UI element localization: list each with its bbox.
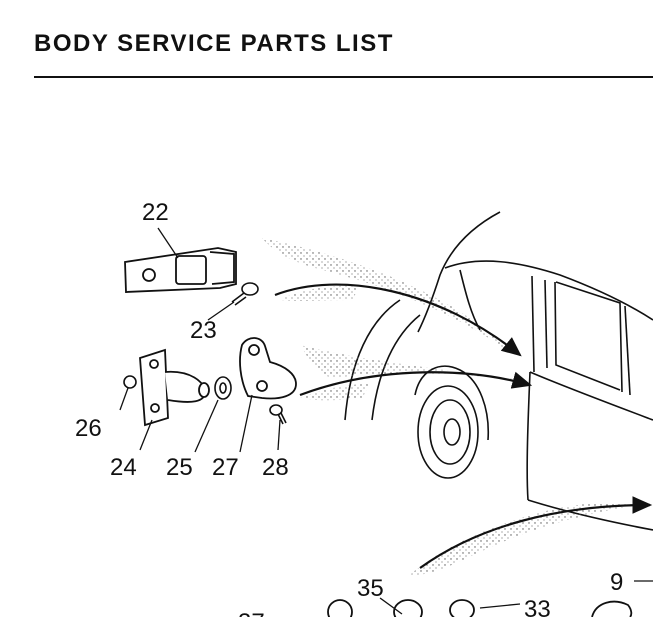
stipple-shading: [262, 238, 640, 576]
callout-27: 27: [212, 454, 239, 481]
callout-28: 28: [262, 454, 289, 481]
part-27-dovetail: [239, 337, 297, 400]
leader-lines: [119, 227, 653, 615]
part-23-screw: [231, 282, 259, 306]
callout-9: 9: [610, 569, 623, 596]
callout-33: 33: [524, 596, 551, 617]
callout-25: 25: [166, 454, 193, 481]
bottom-partial-parts: [327, 599, 633, 617]
callout-26: 26: [75, 415, 102, 442]
part-28-screw: [269, 404, 287, 425]
wheel: [414, 365, 490, 479]
callout-22: 22: [142, 199, 169, 226]
arrows: [274, 283, 653, 569]
callout-35: 35: [357, 575, 384, 602]
title-rule: [34, 76, 653, 78]
part-24-dovetail-bracket: [139, 348, 210, 427]
callout-23: 23: [190, 317, 217, 344]
page-title: BODY SERVICE PARTS LIST: [34, 30, 394, 57]
part-26-nut: [123, 375, 137, 389]
callout-labels: 22 23 26 24 25 27 28 35 33 9 37: [75, 199, 623, 617]
part-25-washer: [214, 376, 232, 400]
callout-24: 24: [110, 454, 137, 481]
callout-37: 37: [238, 609, 265, 617]
part-22-striker-plate: [124, 247, 237, 293]
